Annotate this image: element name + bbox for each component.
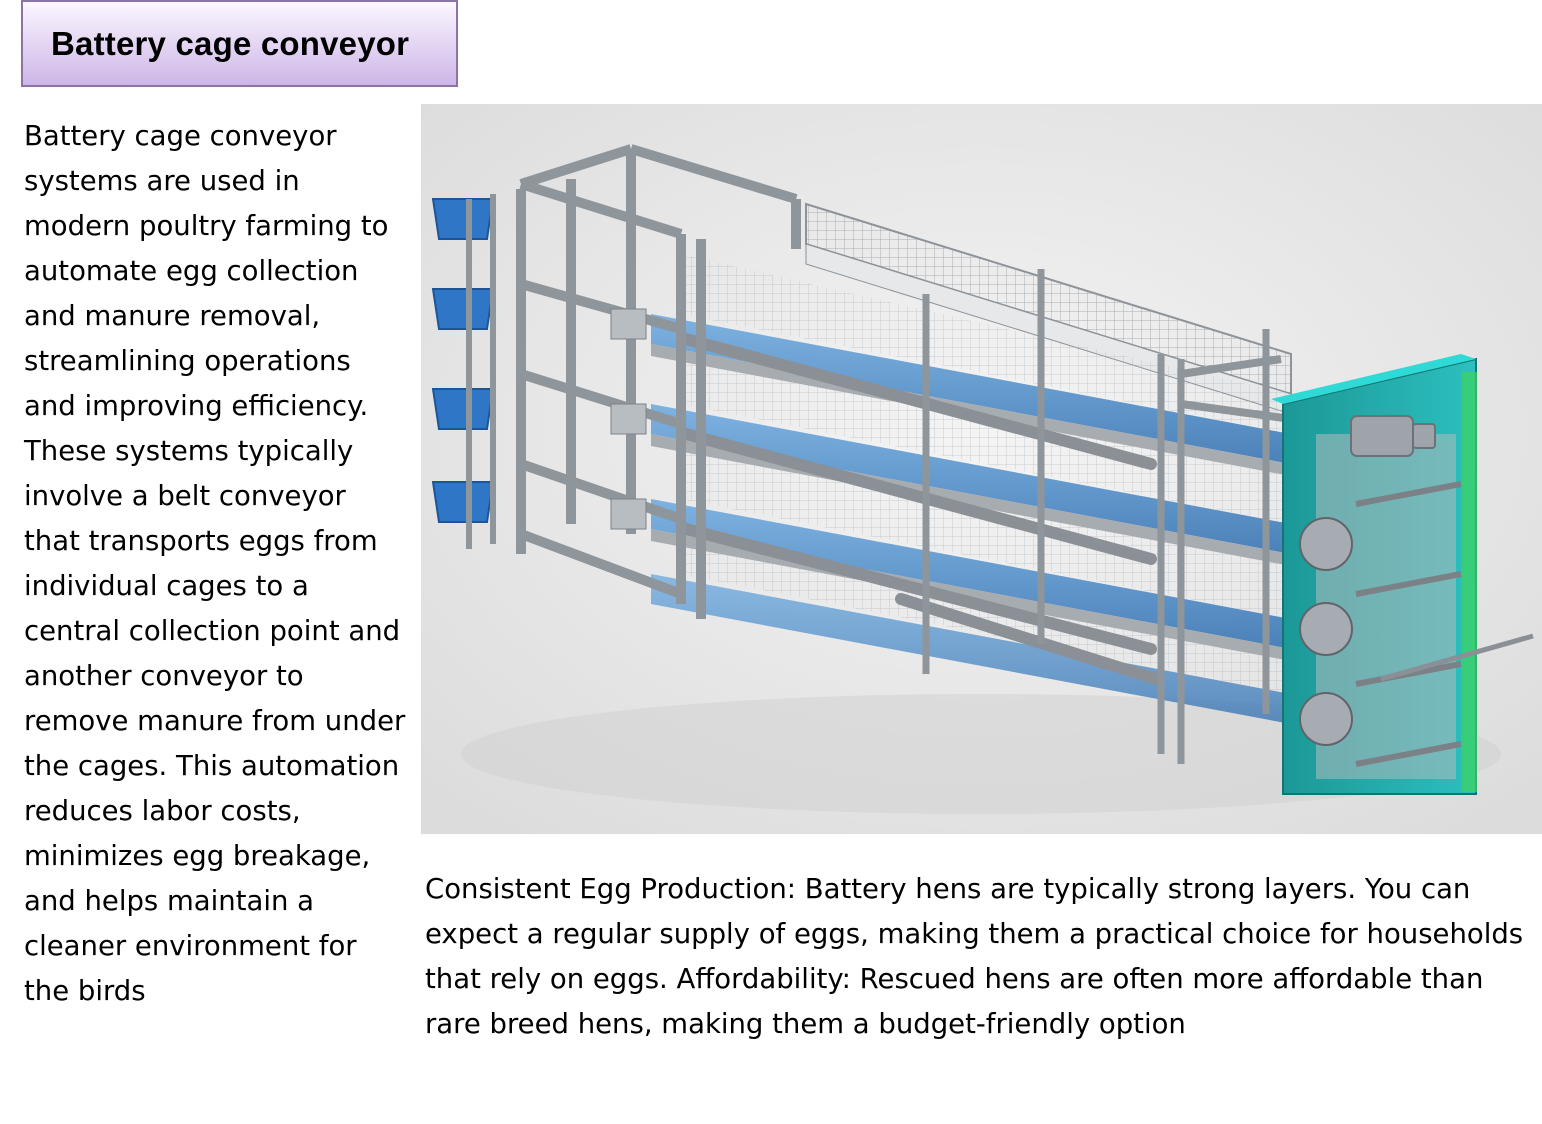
cage-mesh-walls bbox=[681, 254, 1291, 694]
feed-troughs bbox=[680, 333, 1162, 685]
drive-unit bbox=[1271, 354, 1534, 795]
belt-tier-4 bbox=[651, 574, 1291, 724]
outfeed-rod bbox=[1380, 633, 1534, 682]
bin-rack bbox=[466, 194, 496, 549]
title-box: Battery cage conveyor bbox=[21, 0, 458, 87]
drive-gears bbox=[1299, 517, 1353, 746]
drive-motor bbox=[1350, 415, 1436, 457]
cage-conveyor-illustration bbox=[421, 104, 1542, 834]
right-end-frame bbox=[1180, 355, 1292, 423]
egg-collection-bins bbox=[431, 198, 495, 523]
bottom-paragraph: Consistent Egg Production: Battery hens … bbox=[425, 873, 1524, 1040]
drive-rollers bbox=[1355, 481, 1462, 767]
slide-title: Battery cage conveyor bbox=[51, 24, 410, 62]
left-paragraph: Battery cage conveyor systems are used i… bbox=[24, 120, 406, 1007]
left-frame-brackets bbox=[610, 308, 647, 530]
left-end-frame bbox=[516, 144, 801, 619]
floor-shadow bbox=[461, 694, 1501, 814]
frame-posts bbox=[922, 269, 1270, 764]
